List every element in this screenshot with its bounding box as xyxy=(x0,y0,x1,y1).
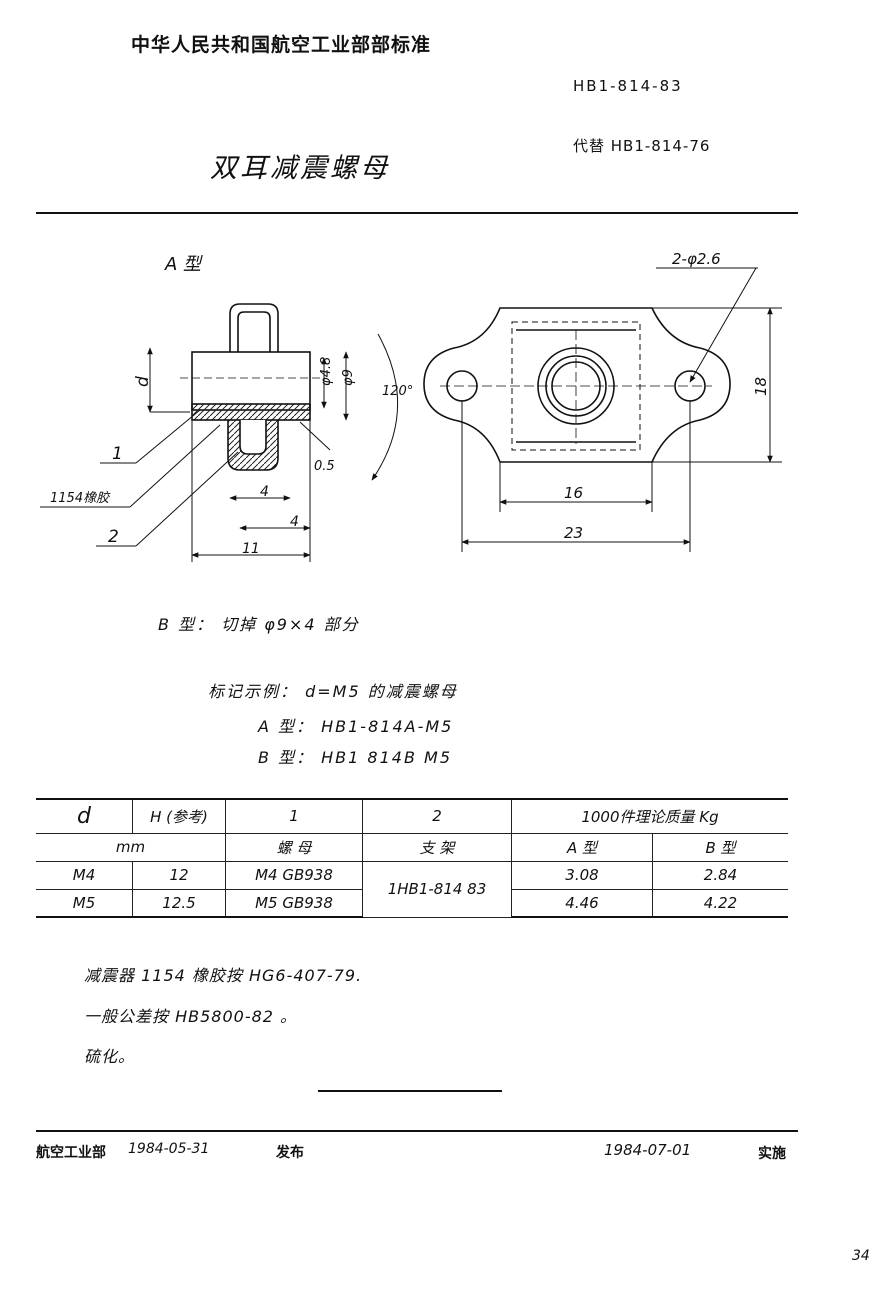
dim-18: 18 xyxy=(752,377,770,396)
dim-thickness: 0.5 xyxy=(314,459,335,474)
th-mass: 1000件理论质量 Kg xyxy=(511,798,788,834)
th-type-a: A 型 xyxy=(511,833,653,862)
th-nut: 螺 母 xyxy=(225,833,363,862)
section-view xyxy=(180,303,320,471)
cell-mass-a: 3.08 xyxy=(511,861,653,890)
dim-11: 11 xyxy=(242,541,260,557)
replaces-code: 代替 HB1-814-76 xyxy=(573,137,711,155)
callout-rubber: 1154橡胶 xyxy=(50,491,111,506)
plan-view xyxy=(423,307,731,463)
type-a-label: A 型 xyxy=(164,254,203,275)
dim-angle: 120° xyxy=(382,384,413,399)
technical-drawing: A 型 d φ4.8 φ9 120° 0.5 4 4 11 1 1154橡胶 xyxy=(40,250,782,562)
callout-1: 1 xyxy=(112,444,123,464)
th-unit: mm xyxy=(36,833,226,862)
th-type-b: B 型 xyxy=(652,833,788,862)
standard-code: HB1-814-83 xyxy=(573,77,683,95)
note-3: 硫化。 xyxy=(84,1047,136,1066)
document-title: 双耳减震螺母 xyxy=(210,153,390,184)
callout-2: 2 xyxy=(108,527,119,547)
table-row: M5 12.5 M5 GB938 4.46 4.22 xyxy=(36,889,788,918)
cell-mass-b: 2.84 xyxy=(652,861,788,890)
footer-issue-word: 发布 xyxy=(276,1145,304,1161)
dim-d: d xyxy=(133,376,153,387)
cell-mass-b: 4.22 xyxy=(652,889,788,918)
dim-23: 23 xyxy=(564,524,583,542)
footer-effective-word: 实施 xyxy=(758,1146,786,1162)
cell-H: 12.5 xyxy=(132,889,226,918)
type-b-note: B 型： 切掉 φ9×4 部分 xyxy=(158,615,360,634)
dim-phi9: φ9 xyxy=(341,369,356,386)
end-rule xyxy=(318,1090,502,1092)
th-H: H (参考) xyxy=(132,798,226,834)
cell-d: M4 xyxy=(36,861,133,890)
cell-nut: M5 GB938 xyxy=(225,889,363,918)
th-d: d xyxy=(36,798,133,834)
header-rule xyxy=(36,212,798,214)
footer-issuer: 航空工业部 xyxy=(36,1145,106,1161)
footer-issue-date: 1984-05-31 xyxy=(128,1141,210,1157)
cell-bracket: 1HB1-814 83 xyxy=(362,861,512,918)
note-1: 减震器 1154 橡胶按 HG6-407-79. xyxy=(84,966,363,985)
marking-type-a: A 型： HB1-814A-M5 xyxy=(258,717,454,736)
dim-16: 16 xyxy=(564,484,583,502)
standard-org: 中华人民共和国航空工业部部标准 xyxy=(131,34,432,56)
marking-type-b: B 型： HB1 814B M5 xyxy=(258,748,453,767)
cell-mass-a: 4.46 xyxy=(511,889,653,918)
section-dims xyxy=(40,333,399,562)
marking-intro: 标记示例： d=M5 的减震螺母 xyxy=(208,682,458,701)
dim-4a: 4 xyxy=(260,484,269,500)
cell-d: M5 xyxy=(36,889,133,918)
footer-effective-date: 1984-07-01 xyxy=(604,1141,692,1159)
cell-H: 12 xyxy=(132,861,226,890)
note-2: 一般公差按 HB5800-82 。 xyxy=(84,1007,298,1026)
page-number: 34 xyxy=(852,1248,870,1264)
dim-4b: 4 xyxy=(290,514,299,530)
th-2: 2 xyxy=(362,798,512,834)
footer-rule xyxy=(36,1130,798,1132)
table-row: M4 12 M4 GB938 1HB1-814 83 3.08 2.84 xyxy=(36,861,788,918)
spec-table: d H (参考) 1 2 1000件理论质量 Kg mm 螺 母 支 架 A 型… xyxy=(36,798,788,918)
cell-nut: M4 GB938 xyxy=(225,861,363,890)
dim-holes: 2-φ2.6 xyxy=(672,250,721,268)
plan-dims xyxy=(461,267,782,552)
th-bracket: 支 架 xyxy=(362,833,512,862)
th-1: 1 xyxy=(225,798,363,834)
dim-phi48: φ4.8 xyxy=(319,357,334,386)
